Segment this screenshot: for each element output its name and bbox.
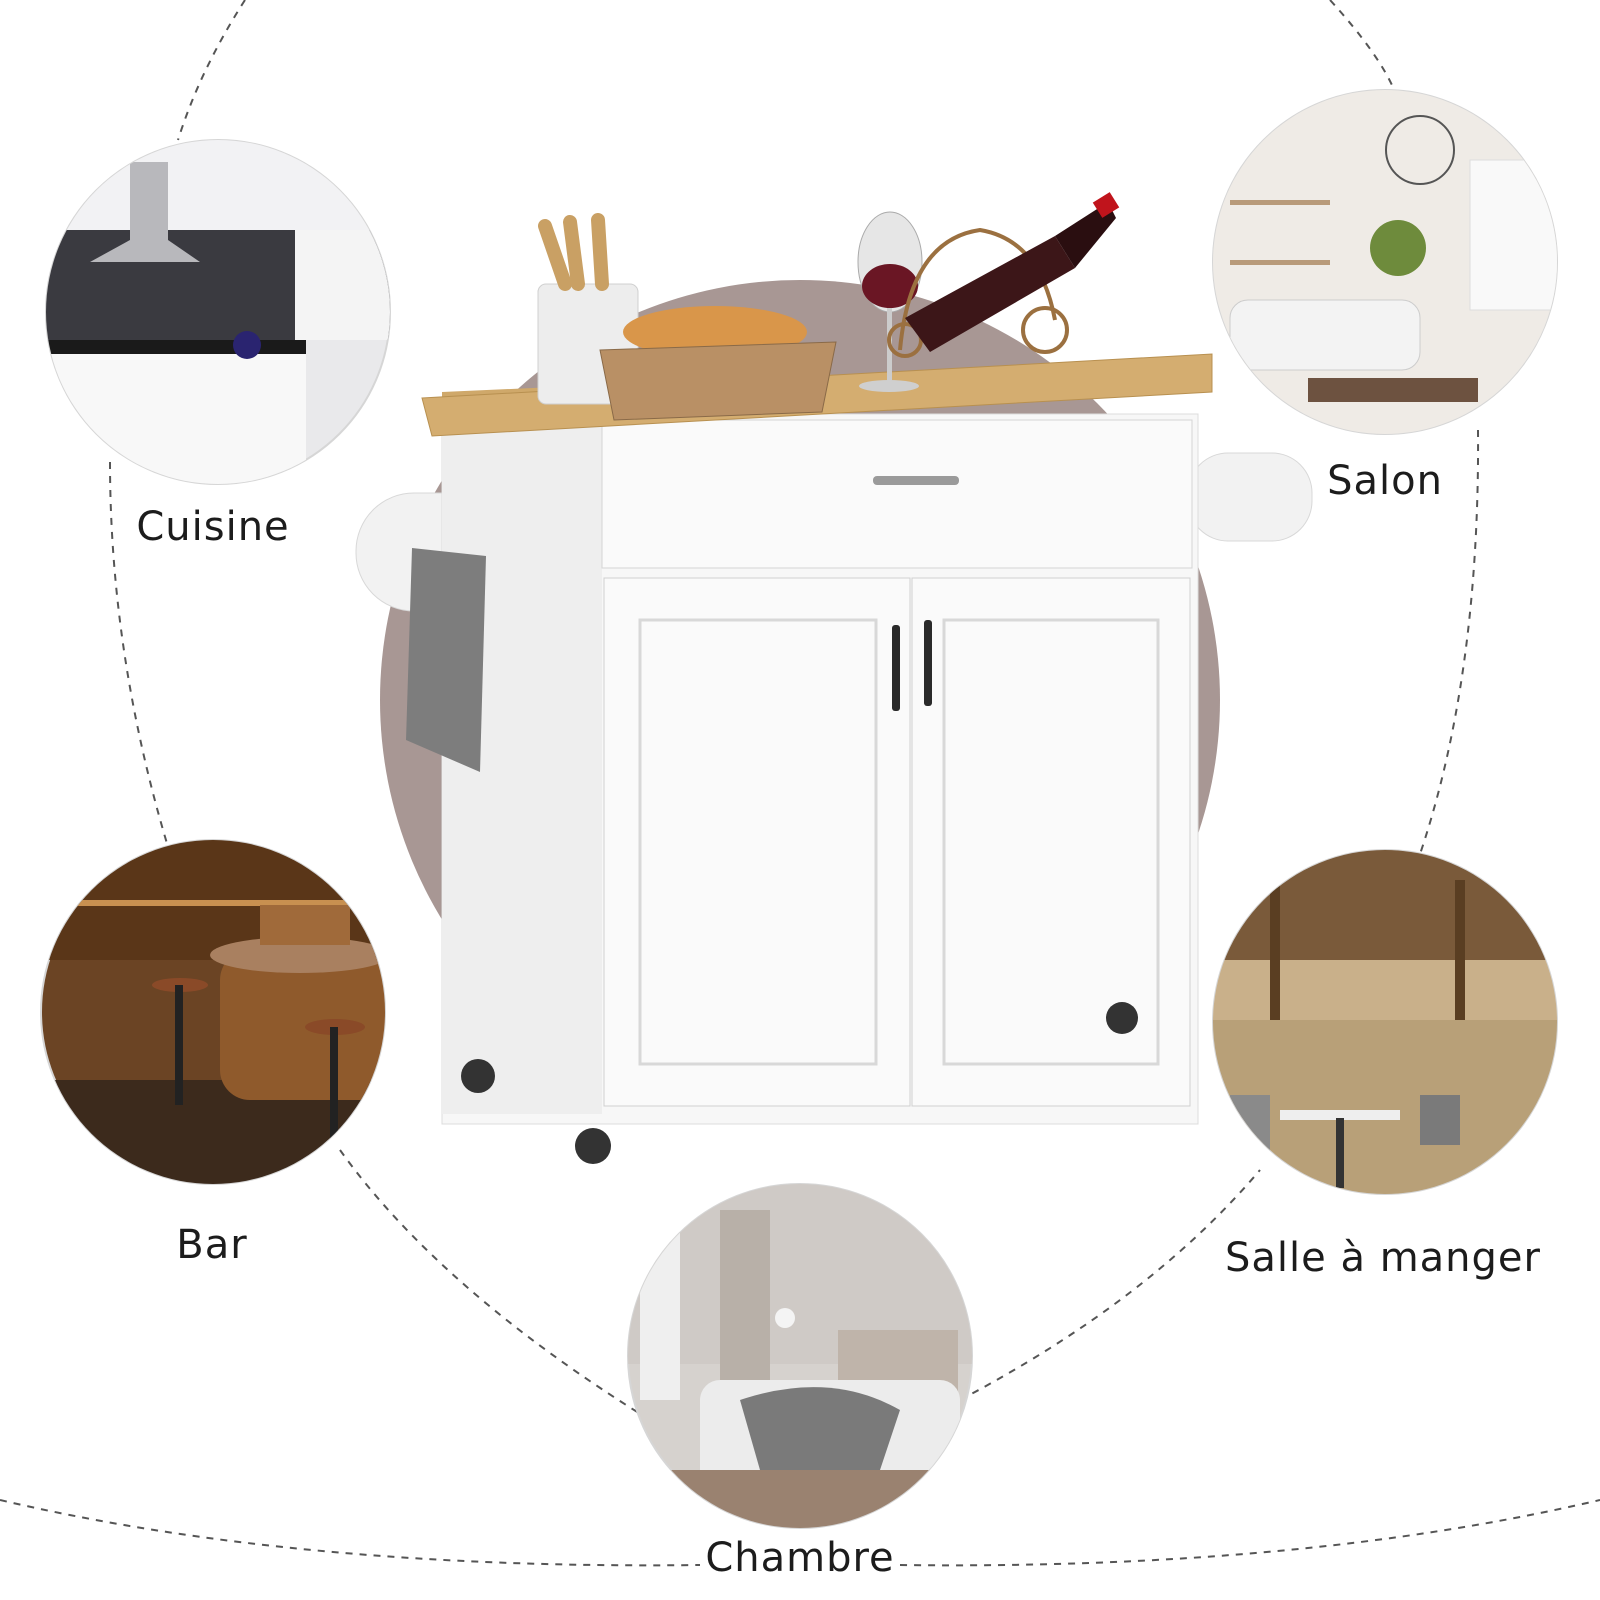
label-salle-a-manger: Salle à manger	[1225, 1235, 1541, 1281]
label-chambre: Chambre	[705, 1535, 895, 1581]
label-salon: Salon	[1327, 458, 1443, 504]
left-door	[603, 577, 911, 1107]
room-photo-salon	[1212, 89, 1558, 435]
bread-basket	[599, 341, 837, 421]
wine-bottle	[905, 236, 1075, 352]
right-towel-bar	[1187, 452, 1313, 542]
wheel	[575, 1128, 611, 1164]
kitchen-cart-illustration	[355, 192, 1313, 1164]
room-photo-bar	[40, 839, 386, 1185]
right-door	[911, 577, 1191, 1107]
left-door-handle	[892, 625, 900, 711]
drawer-handle	[873, 476, 959, 485]
room-photo-chambre	[627, 1183, 973, 1529]
room-photo-salle-a-manger	[1212, 849, 1558, 1195]
wheel	[1106, 1002, 1138, 1034]
dashed-circle-outline	[0, 0, 1600, 1567]
label-bar: Bar	[176, 1222, 248, 1268]
room-photo-cuisine	[45, 139, 391, 485]
right-door-handle	[924, 620, 932, 706]
wheel	[461, 1059, 495, 1093]
label-cuisine: Cuisine	[136, 504, 290, 550]
grey-towel	[406, 548, 486, 772]
drawer	[601, 419, 1193, 569]
